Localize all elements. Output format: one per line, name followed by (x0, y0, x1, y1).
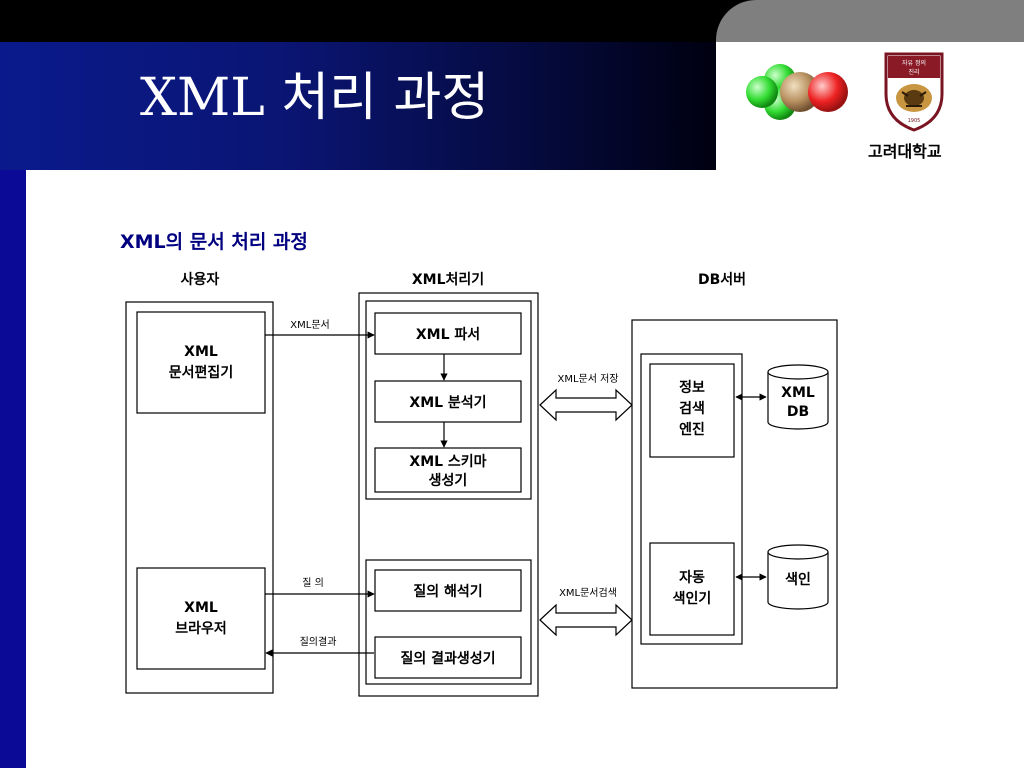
column-header-user: 사용자 (181, 272, 220, 288)
svg-text:진리: 진리 (908, 68, 919, 76)
query-interpreter-label: 질의 해석기 (413, 583, 482, 600)
university-name: 고려대학교 (868, 142, 942, 161)
xml-db-line2: DB (787, 404, 809, 420)
gray-header-tab (716, 0, 1024, 42)
analyzer-box-label: XML 분석기 (409, 395, 486, 411)
molecule-logo-icon (746, 64, 848, 120)
search-engine-line3: 엔진 (679, 421, 705, 438)
svg-text:자유 정의: 자유 정의 (902, 59, 926, 67)
query-label: 질 의 (302, 577, 324, 589)
xml-store-label: XML문서 저장 (557, 373, 618, 385)
xml-db-cylinder-icon (767, 364, 829, 430)
search-engine-line1: 정보 (679, 379, 705, 396)
indexer-line1: 자동 (679, 570, 705, 586)
column-header-processor: XML처리기 (412, 272, 484, 288)
index-cylinder-icon (767, 544, 829, 610)
search-engine-line2: 검색 (679, 400, 705, 417)
xml-store-double-arrow (539, 388, 633, 422)
editor-box-line1: XML (184, 344, 218, 360)
editor-box-line2: 문서편집기 (169, 364, 233, 381)
slide-title: XML 처리 과정 (140, 68, 490, 128)
result-generator-label: 질의 결과생성기 (400, 650, 495, 667)
xml-search-label: XML문서검색 (559, 587, 617, 599)
xml-db-line1: XML (781, 385, 815, 401)
browser-box-line2: 브라우저 (175, 621, 227, 637)
user-column (125, 301, 274, 694)
left-accent-bar (0, 170, 26, 768)
diagram-heading: XML의 문서 처리 과정 (120, 231, 308, 253)
xml-document-label: XML문서 (290, 319, 329, 331)
svg-text:1905: 1905 (908, 118, 921, 124)
indexer-line2: 색인기 (673, 590, 712, 607)
schema-box-line1: XML 스키마 (409, 454, 486, 470)
schema-box-line2: 생성기 (429, 473, 468, 489)
column-header-db-server: DB서버 (698, 271, 746, 288)
university-crest-icon: 자유 정의 진리 1905 (884, 52, 944, 132)
xml-search-double-arrow (539, 603, 633, 637)
query-result-label: 질의결과 (300, 636, 337, 648)
browser-box-line1: XML (184, 600, 218, 616)
title-band (0, 42, 716, 170)
parser-box-label: XML 파서 (416, 327, 480, 343)
processor-column (358, 292, 539, 697)
index-store-label: 색인 (785, 571, 811, 588)
